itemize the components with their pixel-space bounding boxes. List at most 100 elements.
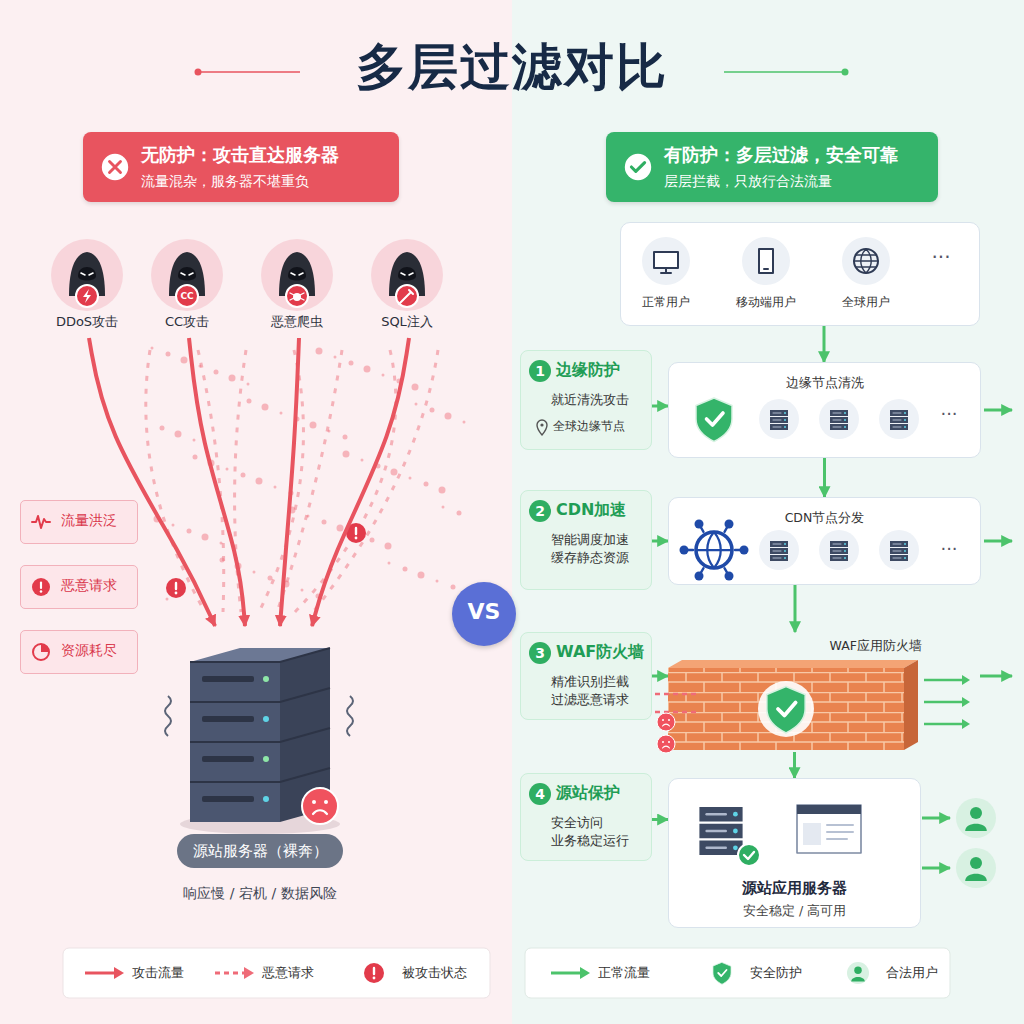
request-dot	[274, 486, 277, 489]
node-art	[83, 132, 399, 202]
request-dot	[226, 468, 229, 471]
exit-arrow	[980, 675, 1012, 678]
flow-arrow	[652, 405, 668, 408]
request-dot	[151, 347, 154, 350]
check-part	[625, 154, 651, 180]
request-dot	[361, 459, 364, 462]
server-icon-circle	[819, 399, 859, 439]
icon-syr	[399, 290, 413, 304]
request-dot	[193, 455, 198, 460]
node-text: 恶意请求	[61, 577, 117, 595]
legend-text: 合法用户	[886, 964, 938, 982]
icon-server	[770, 410, 788, 430]
icon-server	[890, 410, 908, 430]
request-dot	[247, 399, 252, 404]
sad-part	[668, 719, 670, 721]
node-text: 无防护：攻击直达服务器	[141, 144, 339, 167]
legend-text: 恶意请求	[262, 964, 314, 982]
server-slot	[202, 676, 254, 682]
box-node: CDN节点分发···	[668, 497, 981, 585]
flow-arrow	[823, 458, 826, 497]
server-part	[784, 550, 786, 552]
node-art	[621, 223, 981, 327]
request-dot	[262, 404, 269, 411]
server-part	[904, 426, 906, 428]
flow-arrow	[652, 675, 668, 678]
server-part	[833, 551, 841, 552]
legend-text: 安全防护	[750, 964, 802, 982]
step-node: 3WAF防火墙精准识别拦截 过滤恶意请求	[520, 632, 652, 720]
hood-part	[291, 273, 303, 275]
request-dot	[280, 412, 283, 415]
badge-label: CC	[176, 289, 198, 303]
node-text: 资源耗尽	[61, 642, 117, 660]
server-slot	[202, 716, 254, 722]
pass-arrow-head	[962, 697, 970, 707]
server-part	[893, 427, 901, 428]
hood-part	[181, 273, 193, 275]
user-part	[965, 824, 987, 831]
user-part	[970, 857, 982, 869]
request-dot	[442, 506, 445, 509]
server-part	[904, 550, 906, 552]
legend-item: 正常流量	[548, 961, 650, 985]
server-part	[890, 417, 908, 423]
icon-user	[965, 857, 987, 881]
server-slot	[202, 756, 254, 762]
sad-part	[662, 719, 664, 721]
request-dot	[337, 525, 344, 532]
network-part	[725, 520, 734, 529]
legend-sample	[212, 961, 256, 985]
check-part	[631, 163, 644, 172]
node-art	[606, 132, 938, 202]
flow-arrow	[652, 540, 668, 543]
server-light	[263, 796, 269, 802]
server-part	[707, 847, 726, 849]
icon-server	[830, 541, 848, 561]
icon-sad	[657, 713, 675, 731]
server-light	[263, 676, 269, 682]
network-part	[695, 520, 704, 529]
pass-arrow-head	[962, 719, 970, 729]
title-dot	[195, 69, 202, 76]
request-dot	[160, 426, 165, 431]
node-text: 安全访问 业务稳定运行	[551, 814, 647, 849]
request-dot	[301, 589, 304, 592]
header-node: 有防护：多层过滤，安全可靠层层拦截，只放行合法流量	[606, 132, 938, 202]
legend-item: 攻击流量	[82, 961, 184, 985]
sad-part	[662, 741, 664, 743]
legend-line	[85, 972, 116, 975]
server-part	[784, 557, 786, 559]
pin-part	[540, 423, 543, 426]
legend-text: 攻击流量	[132, 964, 184, 982]
node-text: 边缘防护	[556, 360, 620, 380]
node-text: 安全稳定 / 高可用	[669, 903, 920, 919]
alert-part	[355, 537, 358, 540]
hood-part	[401, 273, 413, 275]
request-dot	[451, 585, 456, 590]
server-part	[773, 413, 781, 414]
server-part	[770, 541, 788, 547]
flow-arrow	[652, 818, 668, 821]
server-light	[263, 716, 269, 722]
step-node: 1边缘防护就近清洗攻击全球边缘节点	[520, 350, 652, 450]
attacker-circle	[261, 239, 333, 311]
network-part	[696, 532, 732, 568]
request-dot	[175, 431, 182, 438]
node-text: ···	[927, 538, 971, 561]
title-rule	[724, 71, 845, 73]
node-text: 全球用户	[821, 295, 911, 310]
blocked-request	[655, 693, 696, 696]
legend-item: 恶意请求	[212, 961, 314, 985]
icon-alert	[166, 578, 186, 598]
bolt-part	[83, 289, 91, 303]
browser-part	[797, 805, 861, 814]
icon-server	[770, 541, 788, 561]
request-dot	[328, 430, 331, 433]
hood-part	[81, 273, 93, 275]
server-part	[833, 420, 841, 421]
sad-part	[657, 735, 675, 753]
node-text: WAF防火墙	[556, 642, 644, 662]
user-part	[965, 874, 987, 881]
node-text: 4	[529, 783, 551, 805]
